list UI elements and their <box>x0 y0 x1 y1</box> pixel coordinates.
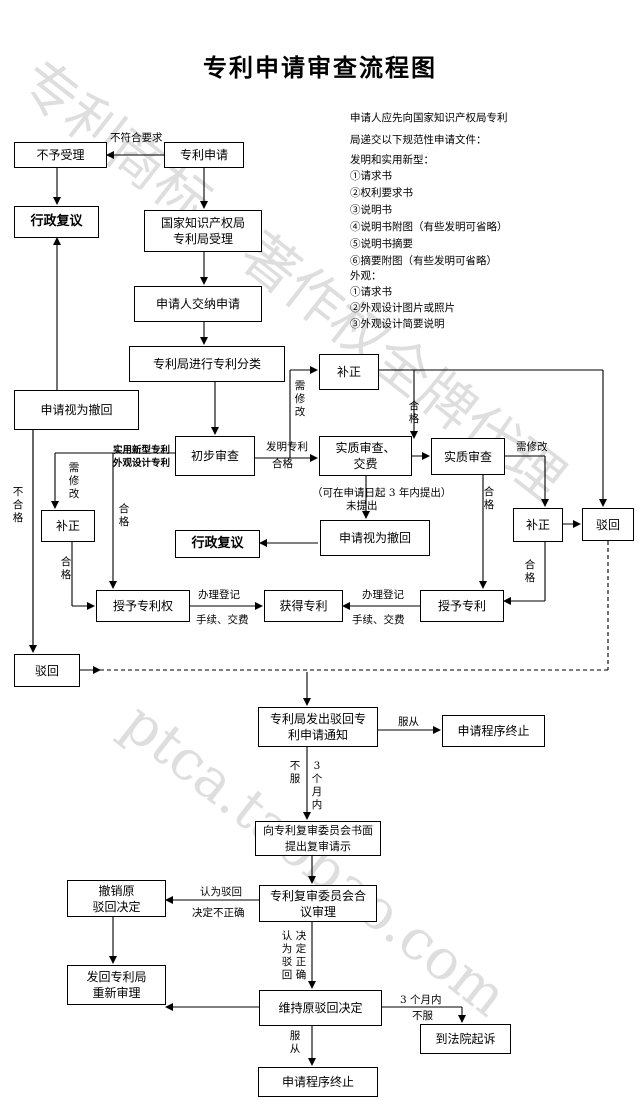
not-accepted-box: 不予受理 <box>14 142 107 168</box>
label-qualified-5: 合 格 <box>483 486 495 511</box>
reexamination-board-box: 专利复审委员会合 议审理 <box>259 885 377 922</box>
procedure-terminated-box-1: 申请程序终止 <box>442 715 545 747</box>
label-not-accept-2: 不服 <box>412 1010 433 1022</box>
intro-note-line1: 申请人应先向国家知识产权局专利 <box>350 112 508 124</box>
page-title: 专利申请审查流程图 <box>203 53 437 82</box>
patent-classification-box: 专利局进行专利分类 <box>129 346 285 382</box>
label-qualified-3: 合 格 <box>60 556 72 581</box>
deemed-withdrawn-mid-box: 申请视为撤回 <box>320 520 430 556</box>
label-deem-rejection-vertical: 认 为 驳 回 <box>281 930 293 981</box>
invention-item: ②权利要求书 <box>350 187 413 199</box>
label-qualified-4: 合 格 <box>408 400 420 425</box>
label-within-3-years: （可在申请日起 3 年内提出） <box>312 487 452 499</box>
admin-review-box-2: 行政复议 <box>175 530 260 558</box>
label-needs-fix-1: 需 修 改 <box>294 380 306 418</box>
cnipa-acceptance-box: 国家知识产权局 专利局受理 <box>144 210 262 252</box>
label-accept-1: 服从 <box>398 716 419 728</box>
label-not-filed: 未提出 <box>346 500 378 512</box>
label-needs-fix-2: 需 修 改 <box>68 462 80 500</box>
label-non-compliant: 不符合要求 <box>110 132 163 144</box>
rejection-notice-box: 专利局发出驳回专 利申请通知 <box>258 707 378 747</box>
correction-top-box: 补正 <box>319 354 379 390</box>
maintain-rejection-box: 维持原驳回决定 <box>259 990 382 1026</box>
preliminary-exam-box: 初步审查 <box>175 436 255 476</box>
rejected-right-box: 驳回 <box>582 508 634 541</box>
intro-note-line2: 局递交以下规范性申请文件： <box>350 134 487 146</box>
label-decision-incorrect: 决定不正确 <box>192 907 245 919</box>
applicant-pays-box: 申请人交纳申请 <box>134 286 262 322</box>
label-needs-fix-3: 需修改 <box>516 441 548 453</box>
label-three-months-2: 3 个月内 <box>400 994 442 1006</box>
design-header: 外观： <box>350 270 382 282</box>
design-item: ③外观设计简要说明 <box>350 318 445 330</box>
label-qualified-6: 合 格 <box>524 559 536 584</box>
label-fees-2: 手续、交费 <box>352 614 405 626</box>
label-invention-patent: 发明专利 <box>266 441 308 453</box>
grant-patent-box: 授予专利 <box>420 590 504 622</box>
admin-review-box-1: 行政复议 <box>14 206 99 238</box>
reexamination-request-box: 向专利复审委员会书面 提出复审请示 <box>255 821 381 856</box>
label-not-accept-1: 不 服 <box>289 760 301 785</box>
label-three-months-1: 3 个 月 内 <box>311 760 323 811</box>
design-item: ①请求书 <box>350 286 392 298</box>
patent-application-box: 专利申请 <box>164 142 244 168</box>
procedure-terminated-box-2: 申请程序终止 <box>258 1067 378 1097</box>
rejected-left-box: 驳回 <box>14 654 80 687</box>
label-not-qualified: 不 合 格 <box>12 486 24 524</box>
correction-left-box: 补正 <box>41 510 95 542</box>
label-design-patent: 外观设计专利 <box>113 458 171 469</box>
invention-item: ⑤说明书摘要 <box>350 238 413 250</box>
correction-right-box: 补正 <box>513 508 563 542</box>
label-decision-correct-vertical: 决 定 正 确 <box>295 930 307 981</box>
label-deem-rejection: 认为驳回 <box>200 886 242 898</box>
label-register-1: 办理登记 <box>198 589 240 601</box>
grant-patent-right-box: 授予专利权 <box>96 590 190 622</box>
invention-item: ①请求书 <box>350 170 392 182</box>
return-to-office-box: 发回专利局 重新审理 <box>67 965 166 1005</box>
obtain-patent-box: 获得专利 <box>264 590 343 622</box>
label-accept-2: 服 从 <box>289 1030 301 1055</box>
substantive-request-box: 实质审查、 交费 <box>319 436 412 476</box>
file-lawsuit-box: 到法院起诉 <box>420 1024 511 1054</box>
deemed-withdrawn-left-box: 申请视为撤回 <box>14 390 139 430</box>
invention-item: ③说明书 <box>350 204 392 216</box>
invention-item: ④说明书附图（有些发明可省略） <box>350 221 508 233</box>
invention-header: 发明和实用新型： <box>350 154 434 166</box>
design-item: ②外观设计图片或照片 <box>350 302 455 314</box>
substantive-exam-box: 实质审查 <box>431 438 505 475</box>
label-fees-1: 手续、交费 <box>196 614 249 626</box>
invention-item: ⑥摘要附图（有些发明可省略） <box>350 255 497 267</box>
label-qualified-1: 合格 <box>272 458 293 470</box>
label-register-2: 办理登记 <box>362 589 404 601</box>
revoke-rejection-box: 撤销原 驳回决定 <box>67 880 166 917</box>
label-qualified-2: 合 格 <box>118 503 130 528</box>
label-utility-model: 实用新型专利 <box>113 445 171 456</box>
